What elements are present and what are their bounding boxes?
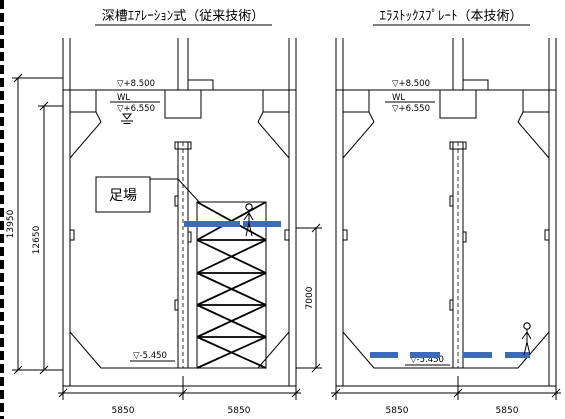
worker-body [243, 210, 254, 237]
level-water-label: ▽+6.550 [392, 104, 430, 114]
worker-head [245, 203, 253, 211]
scaffold-label-box [95, 176, 151, 213]
level-top-label: ▽+8.500 [117, 79, 155, 89]
dim-total-height-text: 13950 [6, 209, 16, 238]
left-worker-figure [243, 203, 254, 237]
left-beam [343, 90, 375, 123]
right-tank-structure [335, 38, 557, 387]
diffuser-plate [410, 352, 440, 358]
dim-water-depth-text: 12650 [32, 225, 42, 254]
center-beam [439, 79, 489, 119]
right-diffuser-plates [370, 352, 530, 358]
dim-total-height-extensions [12, 73, 63, 375]
center-column-notch [462, 231, 467, 243]
dim-bay-left-text: 5850 [112, 406, 135, 416]
title-right-group: ｴﾗｽﾄｯｸｽﾌﾟﾚｰﾄ（本技術） [373, 9, 530, 26]
scaffold-tiers [197, 239, 266, 338]
wall-slot-left [69, 229, 75, 241]
dim-bay-extensions [58, 376, 301, 400]
left-section: ▽+8.500 WL ▽+6.550 ▽-5.450 足場 [6, 38, 322, 416]
center-beam [164, 79, 214, 119]
center-column-notch [449, 195, 454, 207]
dim-water-depth-extensions [38, 101, 63, 375]
dim-scaffold-height-text: 7000 [305, 286, 315, 309]
center-column-cap [449, 141, 467, 150]
right-section: ▽+8.500 WL ▽+6.550 ▽-5.450 5850 5850 [331, 38, 561, 416]
right-levels: ▽+8.500 WL ▽+6.550 ▽-5.450 [385, 79, 450, 366]
right-beam [257, 90, 289, 123]
diffuser-plate [370, 352, 398, 358]
dim-bay-left-text: 5850 [386, 406, 409, 416]
title-left: 深槽ｴｱﾚｰｼｮﾝ式（従来技術） [102, 9, 265, 24]
left-diffuser-plates [184, 221, 281, 227]
diffuser-plate [505, 352, 530, 358]
diffuser-plate [243, 221, 281, 227]
worker-head [523, 322, 531, 330]
level-water-label: ▽+6.550 [117, 104, 155, 114]
scaffold-callout: 足場 [95, 176, 201, 213]
left-center-column [174, 141, 192, 369]
left-beam [70, 90, 102, 123]
dim-bay-right-text: 5850 [496, 406, 519, 416]
scaffold-frame [196, 201, 267, 369]
level-bottom-label: ▽-5.450 [133, 351, 167, 361]
wall-slot-right [544, 229, 550, 241]
wall-slot-right [284, 229, 290, 241]
diffuser-plate [184, 221, 240, 227]
level-bottom-label: ▽-5.450 [410, 355, 444, 365]
scaffold [196, 201, 267, 369]
water-level-label: WL [117, 93, 130, 103]
water-level-label: WL [392, 93, 405, 103]
dim-bay-extensions [331, 376, 561, 400]
left-tank-structure [62, 38, 297, 387]
dim-scaffold-height-extensions [296, 223, 322, 373]
scaffold-leader-line [150, 178, 201, 204]
worker-body [521, 329, 532, 356]
diffuser-plate [463, 352, 492, 358]
level-top-label: ▽+8.500 [392, 79, 430, 89]
left-dimensions: 13950 12650 7000 5850 5850 [6, 73, 322, 416]
right-beam [517, 90, 549, 123]
dim-bay-right-text: 5850 [228, 406, 251, 416]
center-column-cap [174, 141, 192, 150]
center-column-notch [174, 299, 179, 311]
left-levels: ▽+8.500 WL ▽+6.550 ▽-5.450 [110, 79, 175, 362]
tank-haunches [342, 121, 550, 369]
right-worker-figure [521, 322, 532, 356]
right-center-column [449, 141, 467, 369]
center-column-notch [449, 299, 454, 311]
center-column-notch [174, 195, 179, 207]
title-right: ｴﾗｽﾄｯｸｽﾌﾟﾚｰﾄ（本技術） [379, 9, 522, 24]
center-column-notch [187, 231, 192, 243]
wall-slot-left [342, 229, 348, 241]
scaffold-label: 足場 [109, 188, 137, 204]
title-left-group: 深槽ｴｱﾚｰｼｮﾝ式（従来技術） [95, 9, 272, 26]
water-surface-icon [121, 113, 133, 124]
right-dimensions: 5850 5850 [331, 376, 561, 416]
